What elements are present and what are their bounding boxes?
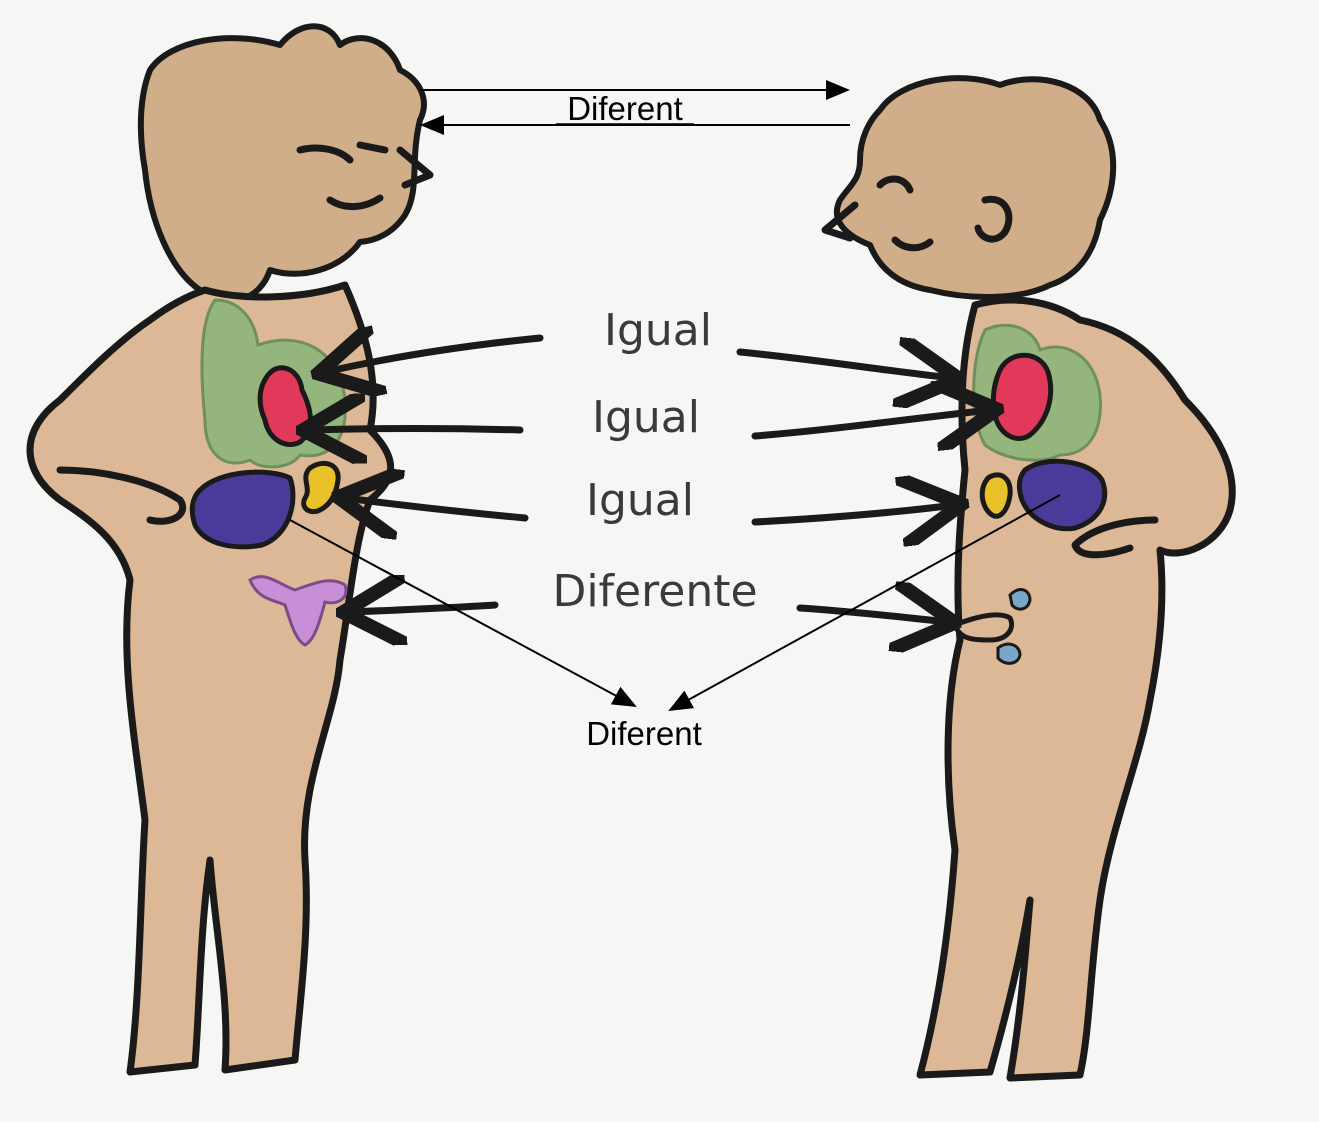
male-figure xyxy=(825,78,1232,1078)
liver-label: Igual xyxy=(586,475,694,526)
lungs-label: Igual xyxy=(604,305,712,356)
reproductive-label: Diferente xyxy=(552,566,757,617)
heart-arrow-right xyxy=(755,410,990,436)
reproductive-arrow-right xyxy=(800,608,948,622)
female-hair xyxy=(141,26,424,300)
female-figure xyxy=(30,26,430,1072)
top-label: Diferent xyxy=(567,90,683,127)
kidney-arrow-left xyxy=(345,498,525,518)
male-kidney xyxy=(982,475,1010,516)
female-stomach xyxy=(192,472,293,547)
reproductive-arrow-left xyxy=(350,605,495,612)
heart-label: Igual xyxy=(592,392,700,443)
heart-arrow-left xyxy=(310,429,520,431)
kidney-arrow-right xyxy=(755,505,955,522)
bottom-label: Diferent xyxy=(586,715,702,752)
lungs-arrow-right xyxy=(740,352,952,378)
